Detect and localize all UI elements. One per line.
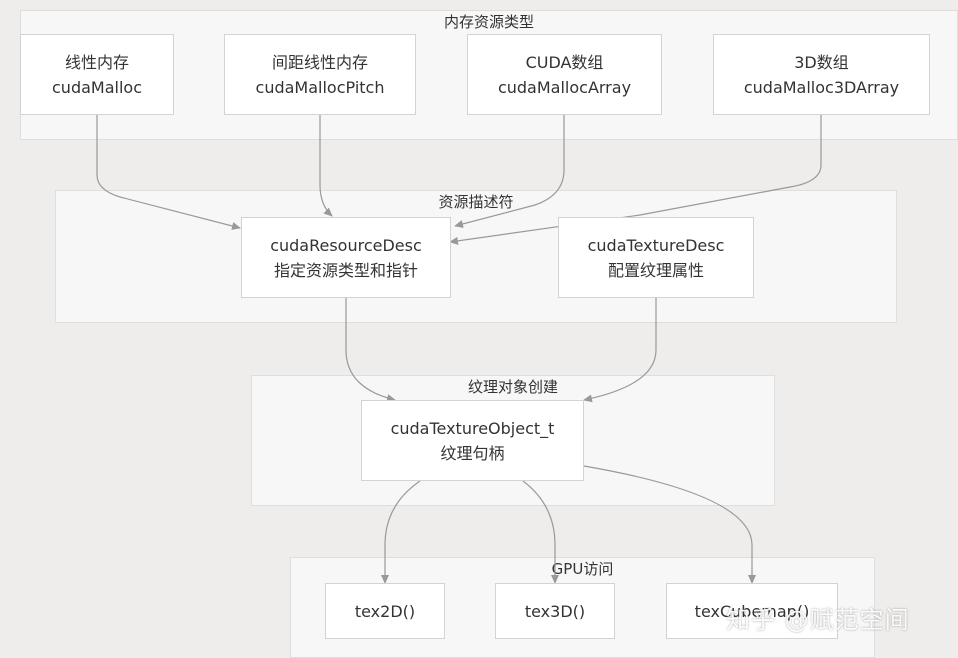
- node-texture-desc-line1: cudaTextureDesc: [587, 235, 725, 255]
- cluster-descriptors-label: 资源描述符: [438, 193, 514, 211]
- node-3d-array-line2: cudaMalloc3DArray: [743, 77, 900, 97]
- node-texture-object: cudaTextureObject_t 纹理句柄: [361, 400, 584, 481]
- node-tex3d: tex3D(): [495, 583, 615, 639]
- node-texcubemap: texCubemap(): [666, 583, 838, 639]
- edge-texture-desc-to-tex-object: [583, 298, 657, 403]
- node-tex3d-label: tex3D(): [524, 601, 586, 621]
- node-3d-array-line1: 3D数组: [794, 52, 849, 72]
- node-texcubemap-label: texCubemap(): [694, 601, 810, 621]
- node-cuda-array: CUDA数组 cudaMallocArray: [467, 34, 662, 115]
- node-texture-object-line2: 纹理句柄: [440, 443, 505, 463]
- edge-tex-object-to-texcubemap: [583, 465, 756, 584]
- node-cuda-array-line1: CUDA数组: [525, 52, 604, 72]
- node-texture-desc: cudaTextureDesc 配置纹理属性: [558, 217, 754, 298]
- edge-cuda-array-to-resource-desc: [454, 115, 565, 228]
- cluster-texture-object-label: 纹理对象创建: [467, 378, 558, 396]
- edge-pitch-to-resource-desc: [319, 115, 333, 217]
- cluster-descriptors: 资源描述符: [55, 190, 897, 323]
- cluster-memory-types-label: 内存资源类型: [443, 13, 534, 31]
- node-linear-memory: 线性内存 cudaMalloc: [20, 34, 174, 115]
- node-texture-object-line1: cudaTextureObject_t: [390, 418, 555, 438]
- node-tex2d: tex2D(): [325, 583, 445, 639]
- node-tex2d-label: tex2D(): [354, 601, 416, 621]
- node-linear-memory-line2: cudaMalloc: [52, 77, 142, 97]
- node-resource-desc-line2: 指定资源类型和指针: [273, 260, 418, 280]
- node-resource-desc: cudaResourceDesc 指定资源类型和指针: [241, 217, 451, 298]
- node-linear-memory-line1: 线性内存: [64, 52, 129, 72]
- edge-tex-object-to-tex3d: [522, 480, 559, 584]
- edge-tex-object-to-tex2d: [381, 480, 421, 584]
- node-3d-array: 3D数组 cudaMalloc3DArray: [713, 34, 930, 115]
- node-texture-desc-line2: 配置纹理属性: [607, 260, 704, 280]
- edge-resource-desc-to-tex-object: [345, 298, 396, 402]
- watermark: 知乎 @赋范空间: [726, 606, 910, 634]
- cluster-gpu-access-label: GPU访问: [551, 560, 614, 578]
- node-resource-desc-line1: cudaResourceDesc: [270, 235, 422, 255]
- edge-3d-array-to-resource-desc: [449, 115, 822, 245]
- node-pitch-memory-line1: 间距线性内存: [271, 52, 368, 72]
- node-pitch-memory-line2: cudaMallocPitch: [255, 77, 385, 97]
- edge-linear-to-resource-desc: [96, 115, 241, 230]
- node-cuda-array-line2: cudaMallocArray: [497, 77, 632, 97]
- node-pitch-memory: 间距线性内存 cudaMallocPitch: [224, 34, 416, 115]
